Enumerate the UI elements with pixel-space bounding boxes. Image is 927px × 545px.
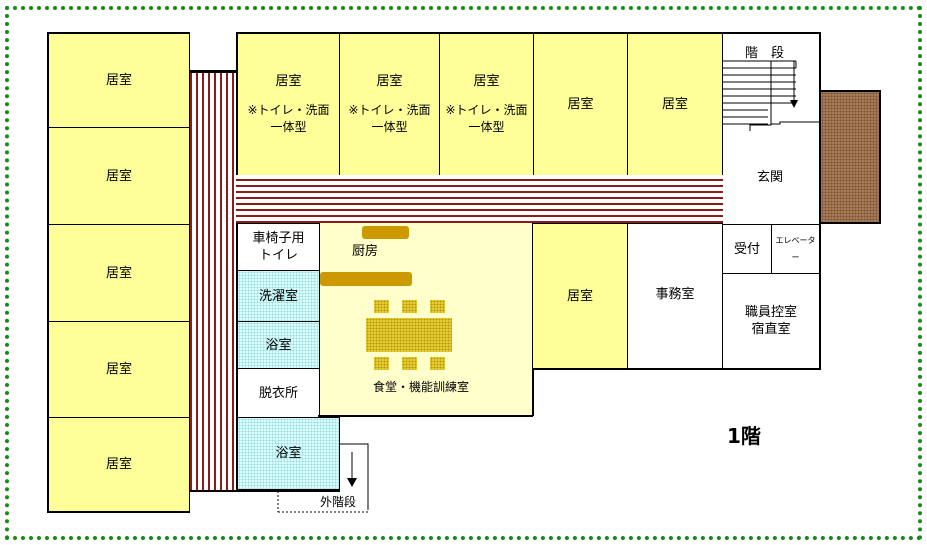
corridor-horizontal — [236, 175, 723, 223]
kitchen-label: 厨房 — [352, 244, 379, 259]
chair — [430, 357, 445, 370]
stairs-label: 階 段 — [745, 46, 785, 61]
kitchen-counter-top — [362, 226, 409, 239]
elevator[interactable]: エレベーター — [771, 224, 821, 274]
outer-stairs-label: 外階段 — [320, 495, 357, 509]
entrance-canopy — [819, 90, 881, 224]
room-top-5[interactable]: 居室 — [627, 32, 723, 176]
room-top-1[interactable]: 居室 ※トイレ・洗面 一体型 — [236, 32, 340, 176]
chair — [402, 357, 417, 370]
chair — [374, 357, 389, 370]
floor-label: 1階 — [727, 424, 761, 448]
chair — [430, 300, 445, 313]
reception[interactable]: 受付 — [722, 224, 772, 274]
room-top-4[interactable]: 居室 — [533, 32, 628, 176]
entrance-label: 玄関 — [757, 170, 784, 185]
chair — [374, 300, 389, 313]
bathroom-2[interactable]: 浴室 — [236, 417, 340, 491]
kitchen-counter-bottom — [320, 272, 412, 286]
room-top-2[interactable]: 居室 ※トイレ・洗面 一体型 — [339, 32, 440, 176]
bathroom-1[interactable]: 浴室 — [236, 321, 320, 369]
dining-table — [366, 318, 452, 352]
dressing-room[interactable]: 脱衣所 — [236, 368, 320, 418]
laundry-room[interactable]: 洗濯室 — [236, 270, 320, 322]
office[interactable]: 事務室 — [627, 223, 723, 370]
room-mid[interactable]: 居室 — [532, 223, 628, 370]
dining-label: 食堂・機能訓練室 — [373, 380, 470, 394]
room-left-3[interactable]: 居室 — [47, 224, 190, 322]
chair — [402, 300, 417, 313]
site-boundary — [5, 6, 922, 540]
room-top-3[interactable]: 居室 ※トイレ・洗面 一体型 — [439, 32, 534, 176]
